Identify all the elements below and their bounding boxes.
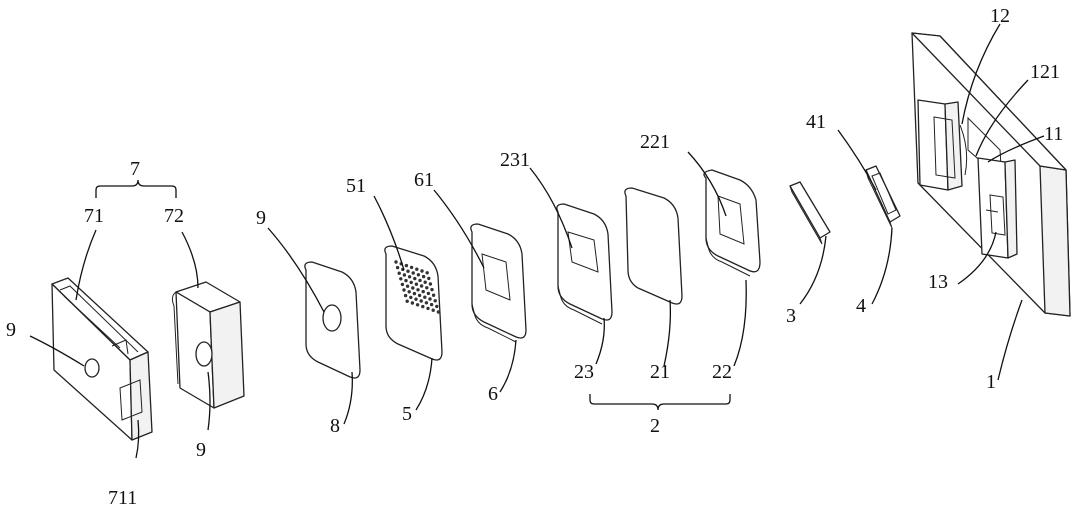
label-221: 221 bbox=[640, 131, 670, 153]
part-5-mesh bbox=[384, 245, 443, 361]
label-1: 1 bbox=[986, 371, 996, 393]
label-41: 41 bbox=[806, 111, 826, 133]
reference-labels: 7 71 72 9 9 711 9 8 51 5 61 6 231 23 21 … bbox=[6, 5, 1063, 509]
part-1-base-block bbox=[911, 32, 1071, 317]
part-71-bracket bbox=[51, 277, 153, 441]
label-13: 13 bbox=[928, 271, 948, 293]
label-51: 51 bbox=[346, 175, 366, 197]
label-23: 23 bbox=[574, 361, 594, 383]
label-9-block: 9 bbox=[196, 439, 206, 461]
label-9-left: 9 bbox=[6, 319, 16, 341]
label-711: 711 bbox=[108, 487, 137, 509]
part-6-frame bbox=[470, 223, 527, 343]
part-23-frame bbox=[556, 203, 613, 325]
label-8: 8 bbox=[330, 415, 340, 437]
label-3: 3 bbox=[786, 305, 796, 327]
part-3-plate bbox=[789, 181, 831, 245]
label-21: 21 bbox=[650, 361, 670, 383]
part-4-clip bbox=[865, 165, 901, 229]
label-4: 4 bbox=[856, 295, 866, 317]
label-121: 121 bbox=[1030, 61, 1060, 83]
label-72: 72 bbox=[164, 205, 184, 227]
group-7-bracket bbox=[95, 179, 177, 198]
label-5: 5 bbox=[402, 403, 412, 425]
label-7: 7 bbox=[130, 158, 140, 180]
label-61: 61 bbox=[414, 169, 434, 191]
part-72-block bbox=[171, 281, 245, 409]
part-21-plate bbox=[624, 187, 683, 305]
label-22: 22 bbox=[712, 361, 732, 383]
group-2-bracket bbox=[589, 394, 731, 411]
label-9-sheet: 9 bbox=[256, 207, 266, 229]
label-71: 71 bbox=[84, 205, 104, 227]
label-6: 6 bbox=[488, 383, 498, 405]
label-2: 2 bbox=[650, 415, 660, 437]
part-8-sheet bbox=[304, 261, 361, 379]
label-12: 12 bbox=[990, 5, 1010, 27]
label-231: 231 bbox=[500, 149, 530, 171]
label-11: 11 bbox=[1044, 123, 1063, 145]
leader-lines bbox=[29, 23, 1045, 459]
